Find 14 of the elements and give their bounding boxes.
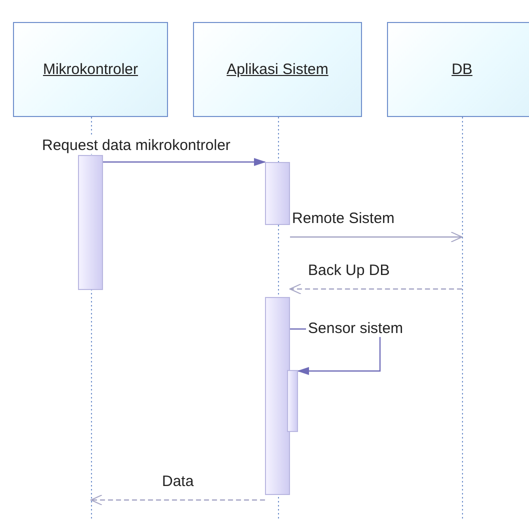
message-arrow — [290, 232, 462, 242]
participant-name: Mikrokontroler — [42, 61, 138, 78]
message-arrow — [290, 284, 462, 294]
message-label: Back Up DB — [306, 262, 392, 279]
activation-bar — [78, 155, 103, 290]
message-label: Sensor sistem — [306, 320, 406, 337]
activation-bar — [265, 162, 290, 225]
message-label: Request data mikrokontroler — [40, 137, 232, 154]
message-arrow — [103, 158, 266, 166]
participant-name: Aplikasi Sistem — [226, 61, 328, 78]
participant-name: DB — [452, 61, 472, 78]
message-arrow — [90, 494, 265, 506]
activation-bar — [287, 370, 298, 432]
activation-bar — [265, 297, 290, 495]
